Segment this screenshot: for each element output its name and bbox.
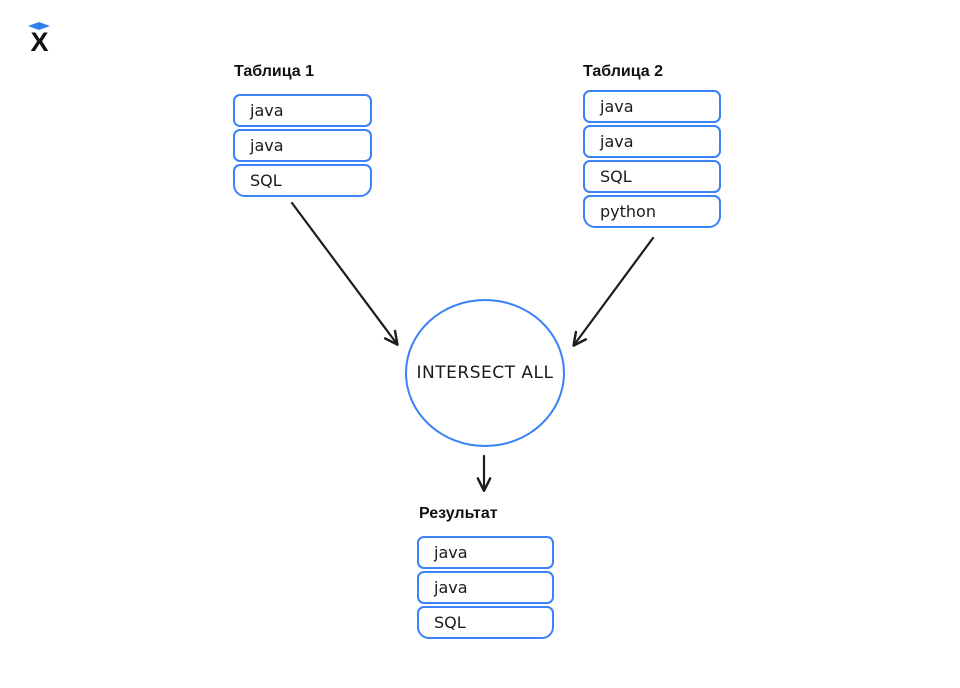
- cell-text: java: [434, 578, 468, 597]
- arrow-table2-to-intersect: [572, 236, 655, 347]
- table-row: java: [233, 94, 372, 127]
- result-table: java java SQL: [417, 536, 554, 639]
- table2: java java SQL python: [583, 90, 721, 228]
- table-row: SQL: [417, 606, 554, 639]
- table-row: SQL: [233, 164, 372, 197]
- logo-letter: X: [30, 27, 48, 57]
- result-title: Результат: [419, 505, 498, 522]
- table1: java java SQL: [233, 94, 372, 197]
- cell-text: java: [600, 97, 634, 116]
- table-row: java: [233, 129, 372, 162]
- cell-text: java: [250, 136, 284, 155]
- operation-label: INTERSECT ALL: [416, 363, 554, 383]
- table-row: java: [583, 125, 721, 158]
- cell-text: python: [600, 202, 656, 221]
- table-row: python: [583, 195, 721, 228]
- hexlet-logo: X: [26, 22, 52, 57]
- table-row: java: [417, 536, 554, 569]
- table-row: java: [417, 571, 554, 604]
- cell-text: java: [434, 543, 468, 562]
- table1-title: Таблица 1: [234, 63, 315, 80]
- intersect-circle: INTERSECT ALL: [405, 299, 565, 447]
- cell-text: SQL: [250, 171, 282, 190]
- cell-text: java: [600, 132, 634, 151]
- cell-text: SQL: [434, 613, 466, 632]
- arrow-table1-to-intersect: [290, 201, 399, 346]
- cell-text: java: [250, 101, 284, 120]
- cell-text: SQL: [600, 167, 632, 186]
- table-row: java: [583, 90, 721, 123]
- table2-title: Таблица 2: [583, 63, 664, 80]
- table-row: SQL: [583, 160, 721, 193]
- logo-diamond-icon: [28, 22, 50, 30]
